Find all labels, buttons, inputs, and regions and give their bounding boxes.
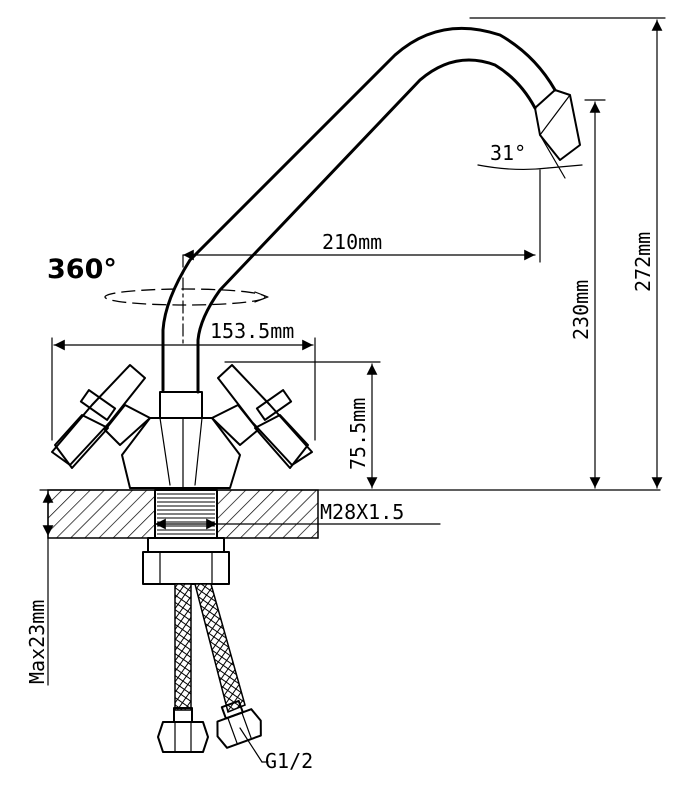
spout-reach-label: 210mm — [322, 230, 382, 254]
counter-thickness-label: Max23mm — [25, 600, 49, 684]
rotation-label: 360° — [47, 254, 117, 285]
left-handle — [51, 364, 151, 469]
handle-span-label: 153.5mm — [210, 319, 294, 343]
thread-label: M28X1.5 — [320, 500, 404, 524]
rotation-indicator: 360° — [47, 254, 269, 346]
right-handle — [211, 364, 313, 469]
dimension-spout-reach: 210mm — [182, 169, 541, 263]
supply-hoses — [157, 583, 262, 753]
dimension-total-height: 272mm — [469, 17, 666, 489]
hose-connection-label: G1/2 — [265, 749, 313, 773]
dimension-spout-height: 230mm — [569, 99, 606, 489]
dimension-counter-thickness: Max23mm — [25, 491, 54, 686]
spout-angle-label: 31° — [490, 141, 526, 165]
dimension-thread: M28X1.5 — [154, 500, 441, 530]
body-height-label: 75.5mm — [346, 398, 370, 470]
total-height-label: 272mm — [631, 232, 655, 292]
dimension-hose-connection: G1/2 — [239, 727, 313, 773]
dimension-spout-angle: 31° — [477, 134, 583, 179]
spout — [161, 26, 581, 394]
mounting-nut — [142, 537, 230, 585]
faucet-body — [121, 391, 241, 489]
spout-height-label: 230mm — [569, 280, 593, 340]
dimension-body-height: 75.5mm — [224, 361, 381, 489]
dimension-handle-span: 153.5mm — [51, 319, 316, 441]
